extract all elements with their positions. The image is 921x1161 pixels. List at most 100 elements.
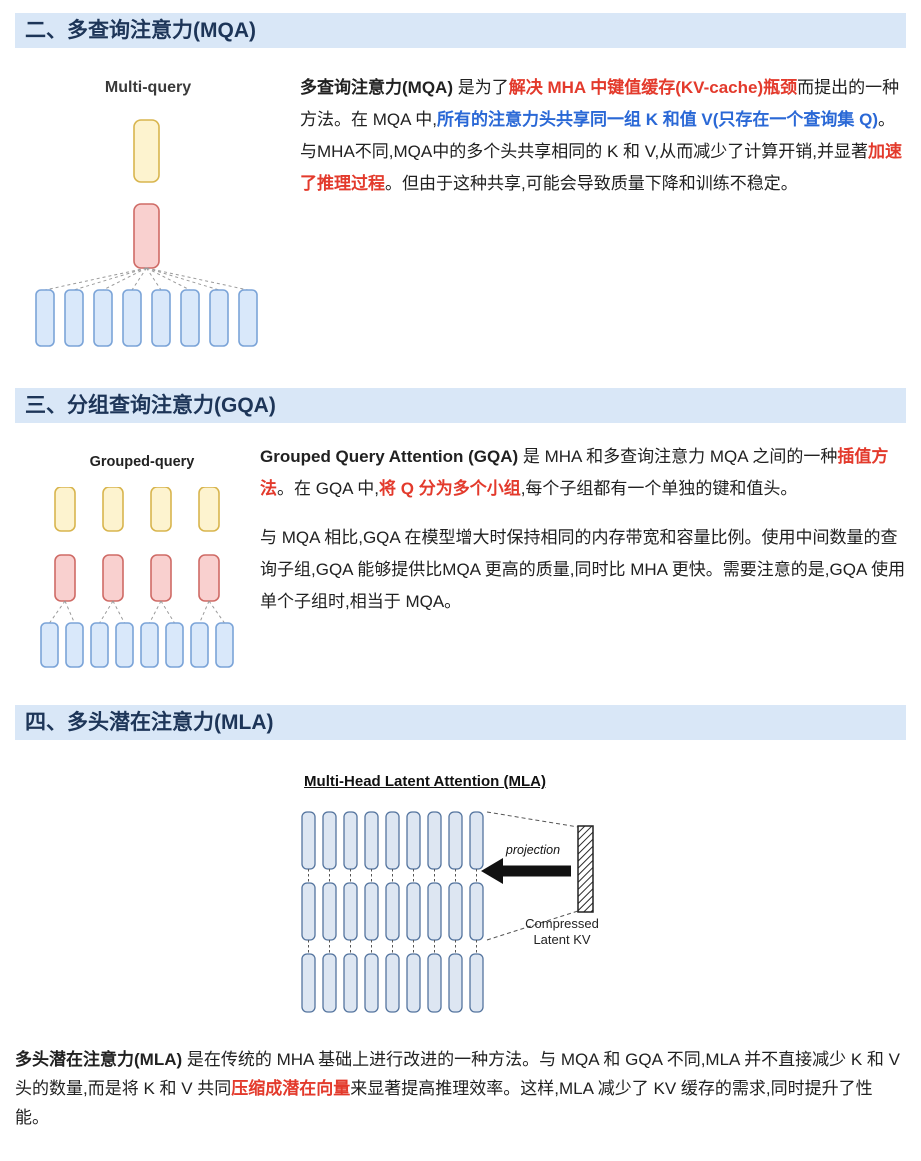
- diagram-box: [90, 622, 109, 668]
- connector-line: [44, 267, 147, 291]
- gqa-paragraph-1: Grouped Query Attention (GQA) 是 MHA 和多查询…: [260, 441, 906, 505]
- diagram-box: [427, 811, 442, 870]
- text-segment: 而提出的一种方法。在 MQA 中,: [300, 78, 900, 129]
- diagram-box: [364, 811, 379, 870]
- diagram-box: [469, 882, 484, 941]
- connector-line: [146, 267, 191, 291]
- text-segment: 。与MHA不同,MQA中的多个头共享相同的 K 和 V,从而减少了计算开销,并显…: [300, 110, 896, 161]
- diagram-box: [180, 289, 200, 347]
- mqa-diagram: Multi-query: [15, 48, 280, 386]
- diagram-box: [406, 811, 421, 870]
- connector-line: [131, 267, 147, 291]
- diagram-box: [364, 882, 379, 941]
- diagram-box: [198, 554, 220, 602]
- section-header-gqa-title: 三、分组查询注意力(GQA): [25, 394, 276, 417]
- text-segment: 来显著提高推理效率。这样,MLA 减少了 KV 缓存的需求,同时提升了性能。: [15, 1079, 873, 1127]
- funnel-line-top: [486, 811, 579, 828]
- diagram-box: [165, 622, 184, 668]
- section-header-mla: 四、多头潜在注意力(MLA): [15, 705, 906, 740]
- diagram-box: [64, 289, 84, 347]
- diagram-box: [102, 554, 124, 602]
- keys-box-group: [54, 554, 220, 602]
- connector-line: [102, 267, 147, 291]
- connector-line: [199, 600, 210, 624]
- text-segment: 所有的注意力头共享同一组 K 和值 V(只存在一个查询集 Q): [436, 110, 879, 129]
- diagram-box: [385, 953, 400, 1013]
- diagram-box: [238, 289, 258, 347]
- text-segment: 与 MQA 相比,GQA 在模型增大时保持相同的内存带宽和容量比例。使用中间数量…: [260, 528, 906, 611]
- gqa-text-column: Grouped Query Attention (GQA) 是 MHA 和多查询…: [260, 423, 906, 701]
- text-segment: 多头潜在注意力(MLA): [15, 1050, 183, 1069]
- diagram-box: [140, 622, 159, 668]
- key-query-connector-lines: [49, 600, 225, 624]
- text-segment: 解决 MHA 中键值缓存(KV-cache)瓶颈: [508, 78, 798, 97]
- diagram-box: [40, 622, 59, 668]
- text-segment: 是在传统的 MHA 基础上进行改进的一种方法。与 MQA 和 GQA 不同,ML…: [15, 1050, 900, 1098]
- diagram-box: [322, 953, 337, 1013]
- gqa-paragraph-2: 与 MQA 相比,GQA 在模型增大时保持相同的内存带宽和容量比例。使用中间数量…: [260, 522, 906, 618]
- diagram-box: [115, 622, 134, 668]
- diagram-box: [469, 811, 484, 870]
- funnel-line-bottom: [486, 910, 579, 941]
- queries-box-group: [35, 289, 258, 347]
- queries-box-group: [40, 622, 234, 668]
- text-segment: 是为了: [452, 78, 509, 97]
- keys-box-group: [133, 203, 160, 269]
- connector-line: [146, 267, 220, 291]
- section-header-mqa-title: 二、多查询注意力(MQA): [25, 19, 256, 42]
- text-segment: 加速了推理过程: [300, 142, 902, 193]
- section-header-mla-title: 四、多头潜在注意力(MLA): [25, 711, 274, 734]
- projection-arrow: [481, 858, 571, 884]
- text-segment: 多查询注意力(MQA): [300, 78, 453, 97]
- diagram-box: [54, 487, 76, 532]
- diagram-box: [150, 554, 172, 602]
- diagram-box: [122, 289, 142, 347]
- diagram-box: [151, 289, 171, 347]
- mqa-diagram-label: Multi-query: [104, 79, 192, 96]
- mqa-paragraph: 多查询注意力(MQA) 是为了解决 MHA 中键值缓存(KV-cache)瓶颈而…: [300, 72, 906, 200]
- text-segment: 压缩成潜在向量: [231, 1079, 351, 1098]
- row-connector-lines-1: [308, 869, 477, 883]
- diagram-box: [343, 811, 358, 870]
- kv-head-row-2: [301, 882, 484, 941]
- diagram-box: [102, 487, 124, 532]
- gqa-section: Grouped-query Grouped Query Attention (G…: [15, 423, 906, 701]
- section-header-gqa: 三、分组查询注意力(GQA): [15, 388, 906, 423]
- diagram-box: [301, 811, 316, 870]
- diagram-box: [469, 953, 484, 1013]
- diagram-box: [427, 882, 442, 941]
- text-segment: ,每个子组都有一个单独的键和值头。: [520, 479, 798, 498]
- diagram-box: [215, 622, 234, 668]
- diagram-box: [190, 622, 209, 668]
- mqa-diagram-canvas: [35, 119, 258, 347]
- compressed-label-line1: Compressed: [525, 916, 599, 931]
- mla-figure-title: Multi-Head Latent Attention (MLA): [304, 773, 546, 790]
- gqa-diagram-label: Grouped-query: [89, 454, 195, 470]
- text-segment: 。但由于这种共享,可能会导致质量下降和训练不稳定。: [385, 174, 798, 193]
- connector-line: [112, 600, 125, 624]
- diagram-box: [301, 882, 316, 941]
- diagram-box: [343, 953, 358, 1013]
- diagram-box: [343, 882, 358, 941]
- diagram-box: [35, 289, 55, 347]
- connector-line: [73, 267, 147, 291]
- connector-line: [146, 267, 249, 291]
- diagram-box: [133, 119, 160, 183]
- connector-line: [49, 600, 66, 624]
- text-segment: Grouped Query Attention (GQA): [260, 447, 519, 466]
- diagram-box: [448, 953, 463, 1013]
- diagram-box: [150, 487, 172, 532]
- connector-line: [149, 600, 162, 624]
- key-query-connector-lines: [44, 267, 249, 291]
- mla-diagram-canvas: projection Compressed Latent KV: [301, 811, 599, 1013]
- query-head-row: [301, 953, 484, 1013]
- mla-figure: Multi-Head Latent Attention (MLA) projec…: [290, 772, 650, 1037]
- diagram-box: [385, 811, 400, 870]
- diagram-box: [406, 953, 421, 1013]
- projection-label: projection: [505, 843, 560, 857]
- connector-line: [64, 600, 75, 624]
- values-box-group: [54, 487, 220, 532]
- diagram-box: [54, 554, 76, 602]
- text-segment: 。在 GQA 中,: [277, 479, 380, 498]
